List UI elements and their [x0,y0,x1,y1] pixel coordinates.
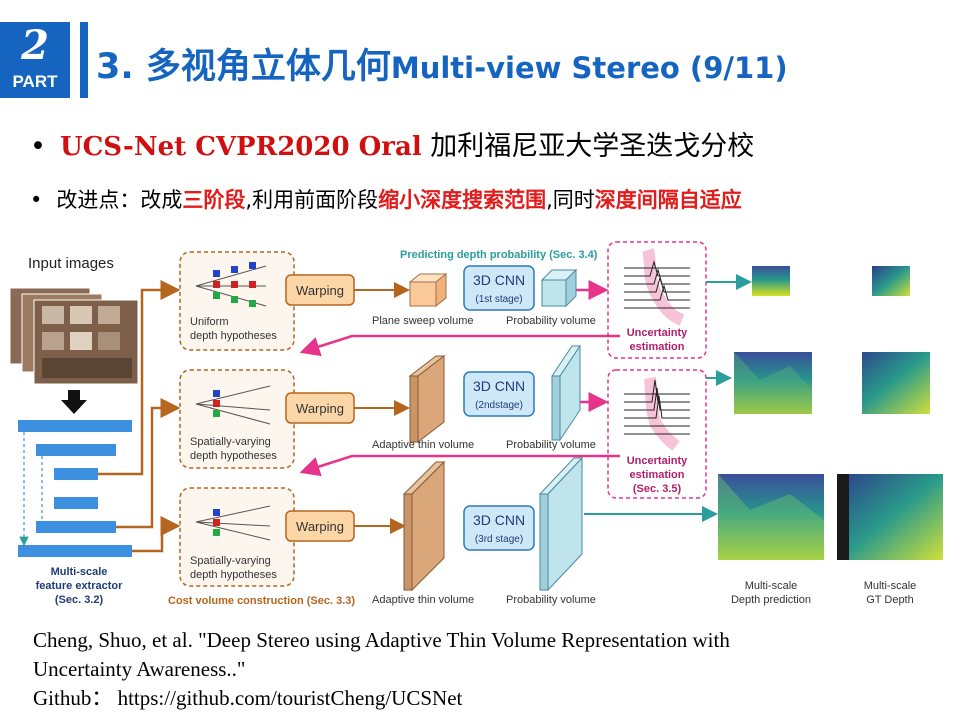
probability-label-2: Probability volume [506,439,596,451]
hypothesis-box-3: Spatially-varying depth hypotheses [179,487,295,587]
input-images-label: Input images [28,255,114,272]
probability-volume-2 [551,344,581,442]
predicting-label: Predicting depth probability (Sec. 3.4) [400,249,598,261]
title-en: Multi-view Stereo (9/11) [390,51,788,85]
warping-label-1: Warping [296,283,344,298]
citation-line-2: Uncertainty Awareness.." [33,657,246,681]
bullet-dot: • [30,188,43,212]
plane-sweep-volume [408,272,448,308]
cnn-stage-3: (3rd stage) [475,534,523,545]
citation: Cheng, Shuo, et al. "Deep Stereo using A… [33,626,730,713]
ucsd-text: 加利福尼亚大学圣迭戈分校 [421,131,755,162]
github-link[interactable]: https://github.com/touristCheng/UCSNet [117,686,463,710]
spatially-label-b1: Spatially-varying [190,555,271,567]
uniform-label-1: Uniform [190,316,229,328]
warping-label-3: Warping [296,519,344,534]
cost-volume-label: Cost volume construction (Sec. 3.3) [168,595,355,607]
depth-pred-label-2: Depth prediction [731,594,811,606]
depth-pred-label-1: Multi-scale [745,580,798,592]
feature-connectors [98,280,181,553]
improve-red-3: 深度间隔自适应 [594,188,742,212]
hypothesis-box-2: Spatially-varying depth hypotheses [179,369,295,469]
warping-box-3: Warping [285,510,355,542]
cnn-stage-2: (2ndstage) [475,400,523,411]
probability-label-3: Probability volume [506,594,596,606]
improve-red-2: 缩小深度搜索范围 [378,188,547,212]
hypothesis-box-1: Uniform depth hypotheses [179,251,295,351]
spatially-label-a1: Spatially-varying [190,436,271,448]
adaptive-thin-label-1: Adaptive thin volume [372,439,474,451]
uncertainty-box-2: Uncertainty estimation (Sec. 3.5) [607,369,707,499]
cnn-title-1: 3D CNN [473,272,525,288]
part-number: 2 [21,22,49,69]
bullet-dot: • [30,131,46,162]
page-title: 3. 多视角立体几何Multi-view Stereo (9/11) [96,38,788,89]
uncertainty-label-2a: Uncertainty [627,455,688,467]
gt-depth-label-1: Multi-scale [864,580,917,592]
github-line: Github： https://github.com/touristCheng/… [33,684,730,713]
uncertainty-sec-label: (Sec. 3.5) [633,483,682,495]
adaptive-thin-volume-1 [408,354,446,444]
part-badge: 2 PART [0,22,70,98]
feature-extractor-label-2: feature extractor [36,580,124,592]
depth-prediction-maps [718,266,824,560]
plane-sweep-label: Plane sweep volume [372,315,474,327]
bullet-ucsnet: • UCS-Net CVPR2020 Oral 加利福尼亚大学圣迭戈分校 [30,124,754,163]
cnn-title-2: 3D CNN [473,378,525,394]
cnn-box-2: 3D CNN (2ndstage) [463,371,535,417]
ucsnet-architecture-diagram: Input images Multi-scale feature extract… [9,241,943,607]
feature-extractor-label-3: (Sec. 3.2) [55,594,104,606]
input-image-stack [9,287,139,385]
probability-volume-3 [538,456,584,592]
improve-text-3: ,同时 [546,188,595,212]
improve-text-1: 改进点：改成 [56,188,183,212]
improve-red-1: 三阶段 [182,188,246,212]
warping-box-2: Warping [285,392,355,424]
uncertainty-label-2b: estimation [629,469,684,481]
bullet-improvements: • 改进点：改成三阶段,利用前面阶段缩小深度搜索范围,同时深度间隔自适应 [30,184,742,214]
spatially-label-b2: depth hypotheses [190,569,277,581]
ucsnet-name: UCS-Net CVPR2020 Oral [59,132,422,162]
gt-depth-maps [837,266,943,560]
gt-depth-label-2: GT Depth [866,594,914,606]
part-label: PART [12,72,58,91]
title-accent-bar [80,22,88,98]
citation-line-1: Cheng, Shuo, et al. "Deep Stereo using A… [33,628,730,652]
title-cn: 3. 多视角立体几何 [96,47,391,87]
adaptive-thin-volume-2 [402,460,446,592]
github-label: Github： [33,686,113,710]
cnn-box-1: 3D CNN (1st stage) [463,265,535,311]
probability-volume-1 [540,268,578,308]
down-arrow-icon [61,390,87,414]
warping-box-1: Warping [285,274,355,306]
cnn-title-3: 3D CNN [473,512,525,528]
uncertainty-label-1a: Uncertainty [627,327,688,339]
feature-pyramid [18,420,132,557]
probability-label-1: Probability volume [506,315,596,327]
uncertainty-box-1: Uncertainty estimation [607,241,707,359]
uniform-label-2: depth hypotheses [190,330,277,342]
uncertainty-label-1b: estimation [629,341,684,353]
adaptive-thin-label-2: Adaptive thin volume [372,594,474,606]
improve-text-2: ,利用前面阶段 [245,188,379,212]
feature-extractor-label-1: Multi-scale [51,566,108,578]
cnn-stage-1: (1st stage) [475,294,522,305]
warping-label-2: Warping [296,401,344,416]
cnn-box-3: 3D CNN (3rd stage) [463,505,535,551]
spatially-label-a2: depth hypotheses [190,450,277,462]
